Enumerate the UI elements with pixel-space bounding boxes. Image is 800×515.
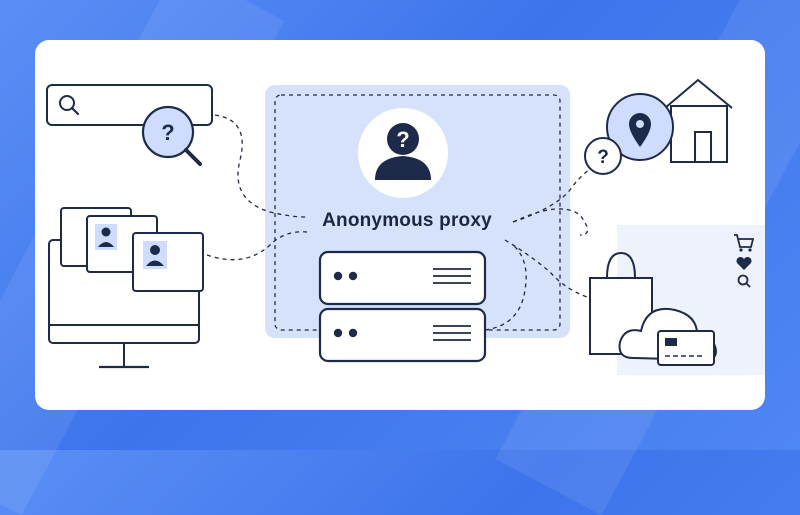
- heart-icon: [736, 256, 752, 270]
- diagram-card: ?: [35, 40, 765, 410]
- server-icon: [318, 250, 487, 306]
- search-icon: [737, 274, 751, 288]
- location-pin-icon: [606, 93, 674, 161]
- server-icon: [318, 307, 487, 363]
- magnifier-question-icon: ?: [141, 105, 202, 166]
- proxy-label: Anonymous proxy: [322, 210, 492, 231]
- credit-card-icon: [657, 330, 715, 366]
- proxy-diagram: ?: [46, 78, 765, 375]
- anonymous-user-icon: ?: [358, 108, 448, 198]
- cart-icon: [734, 234, 755, 252]
- svg-text:?: ?: [396, 127, 409, 152]
- svg-text:?: ?: [597, 147, 609, 168]
- svg-text:?: ?: [161, 120, 174, 145]
- question-bubble-icon: ?: [584, 137, 622, 175]
- house-icon: [664, 78, 733, 163]
- user-profile-icon: [132, 232, 204, 292]
